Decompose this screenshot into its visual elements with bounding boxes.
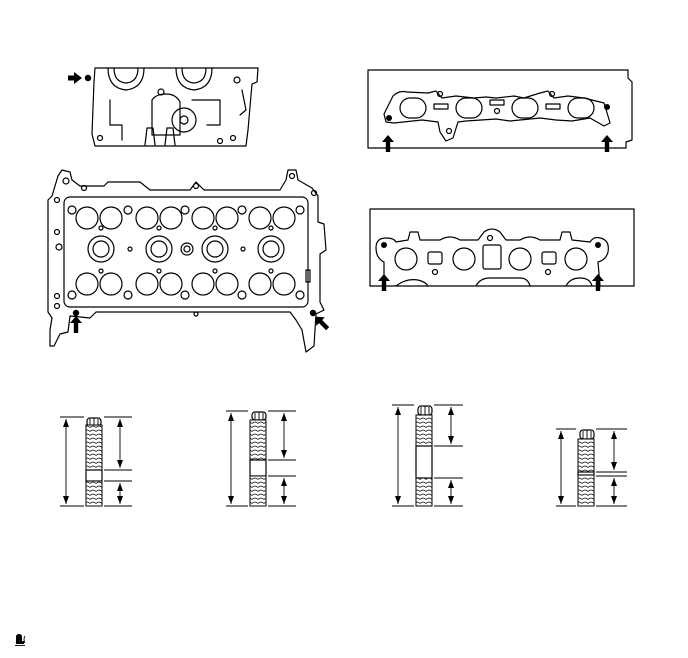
arrow-up-icon (378, 274, 390, 291)
alignment-dot (381, 242, 387, 248)
alignment-dot (595, 242, 601, 248)
arrow-up-icon (601, 135, 613, 152)
alignment-dot (72, 309, 80, 317)
arrow-right-icon (68, 72, 82, 84)
stud-bolt-a (60, 416, 132, 507)
alignment-dot (309, 309, 317, 317)
head-front-view (68, 67, 259, 147)
stud-bolt-c (392, 404, 463, 507)
alignment-dot (604, 104, 610, 110)
alignment-dot (84, 74, 92, 82)
head-top-view (47, 169, 332, 353)
stud-bolt-d (556, 428, 627, 507)
arrow-up-icon (592, 274, 604, 291)
manual-figure-icon (15, 634, 26, 646)
intake-side-view (367, 69, 633, 152)
arrow-up-icon (382, 135, 394, 152)
exhaust-side-view (369, 208, 635, 291)
arrow-up-icon (70, 316, 82, 333)
stud-bolt-b (226, 410, 296, 507)
alignment-dot (386, 115, 392, 121)
